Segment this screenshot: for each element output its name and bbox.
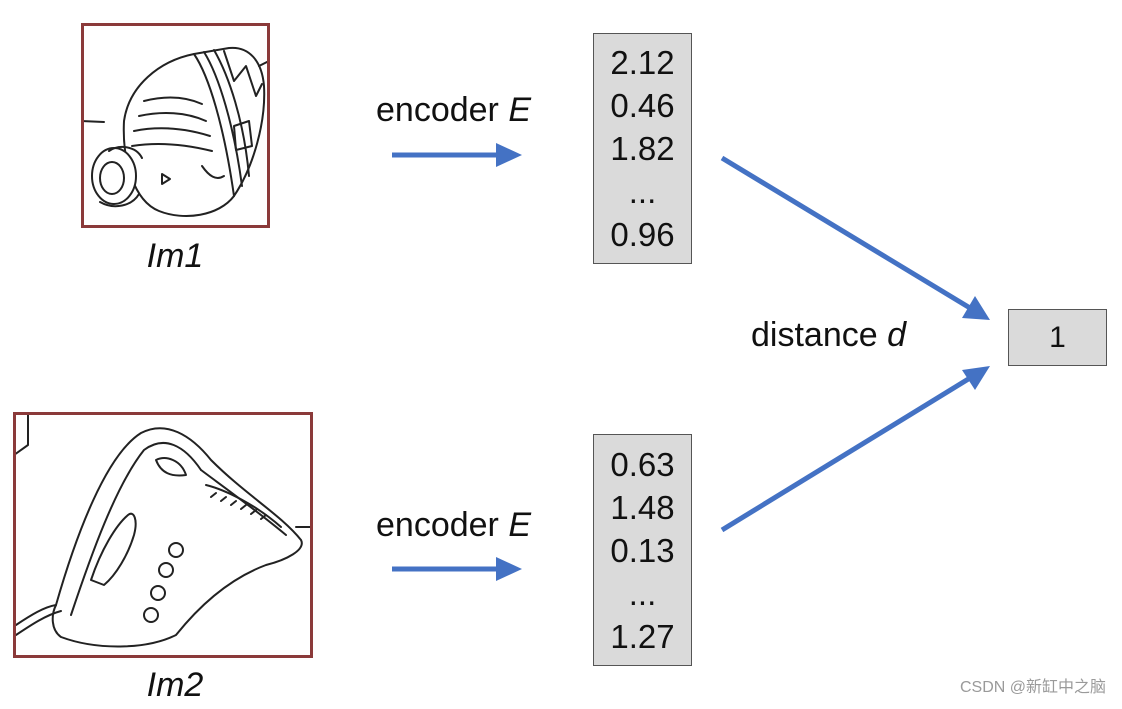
- image-1-frame: [81, 23, 270, 228]
- vector-entry: 0.96: [610, 216, 675, 253]
- vector-entry: 0.46: [610, 87, 675, 124]
- distance-arrow-top: [720, 155, 990, 320]
- vector-entry: 0.13: [610, 531, 675, 569]
- handheld-device-drawing-icon: [16, 415, 310, 648]
- image-2-frame: [13, 412, 313, 658]
- embedding-vector-1: 2.12 0.46 1.82 ... 0.96: [593, 33, 692, 264]
- vector-entry: ...: [628, 574, 657, 612]
- encoder-label-2: encoder E: [376, 506, 531, 545]
- distance-label: distance d: [751, 316, 906, 355]
- vector-entry: ...: [628, 173, 657, 210]
- distance-symbol: d: [887, 316, 907, 354]
- encoder-arrow-1: [392, 143, 522, 167]
- vector-entry: 0.63: [610, 445, 675, 483]
- encoder-label-1: encoder E: [376, 91, 531, 130]
- embedding-vector-2: 0.63 1.48 0.13 ... 1.27: [593, 434, 692, 666]
- vector-entry: 1.27: [610, 617, 675, 655]
- vector-entry: 1.48: [610, 488, 675, 526]
- image-1-caption: Im1: [146, 237, 204, 275]
- encoder-symbol: E: [508, 506, 532, 544]
- distance-arrow-bottom: [720, 366, 990, 533]
- distance-result-box: 1: [1008, 309, 1107, 366]
- watermark: CSDN @新缸中之脑: [959, 679, 1106, 696]
- vector-entry: 1.82: [610, 130, 675, 167]
- encoder-arrow-2: [392, 557, 522, 581]
- distance-label-prefix: distance: [751, 316, 888, 354]
- encoder-label-prefix: encoder: [376, 91, 509, 129]
- power-drill-head-drawing-icon: [84, 46, 267, 217]
- vector-entry: 2.12: [610, 44, 675, 81]
- encoder-symbol: E: [508, 91, 532, 129]
- image-2-caption: Im2: [146, 666, 204, 704]
- encoder-label-prefix: encoder: [376, 506, 509, 544]
